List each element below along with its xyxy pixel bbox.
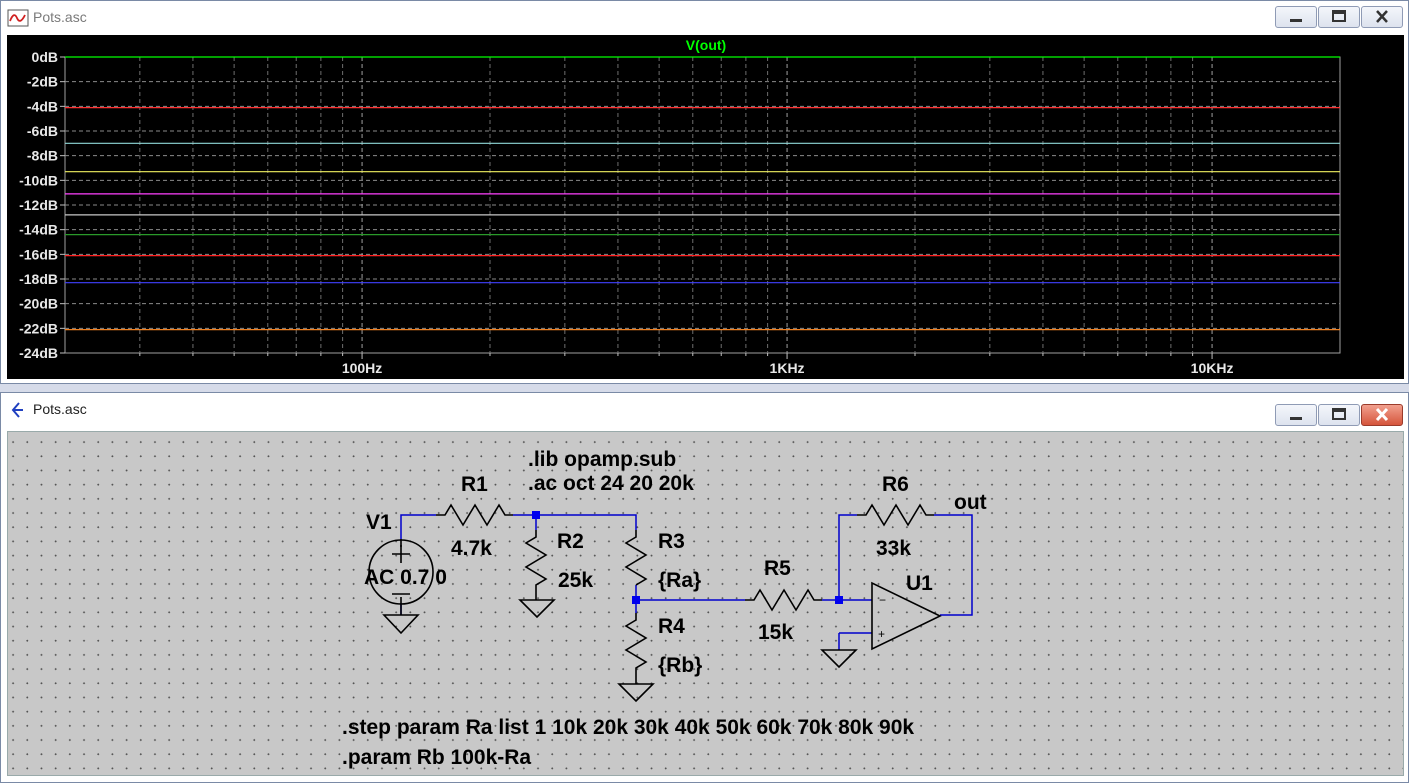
r4-symbol — [624, 613, 648, 676]
opamp-minus-sign: − — [879, 593, 886, 607]
spice-directive-lib[interactable]: .lib opamp.sub — [528, 448, 676, 471]
waveform-app-icon — [7, 9, 29, 27]
schematic-titlebar[interactable]: Pots.asc — [1, 393, 1408, 427]
y-tick-label: -8dB — [27, 148, 58, 164]
waveform-titlebar[interactable]: Pots.asc — [1, 1, 1408, 35]
r2-symbol — [524, 530, 548, 592]
r4-name-label[interactable]: R4 — [658, 615, 685, 638]
y-tick-label: -14dB — [19, 222, 58, 238]
ground-icon — [382, 614, 420, 635]
minimize-button[interactable] — [1275, 404, 1317, 426]
close-button[interactable] — [1361, 6, 1403, 28]
y-tick-label: -2dB — [27, 74, 58, 90]
plot-pane[interactable]: 0dB -2dB -4dB -6dB -8dB -10dB -12dB -14dB -16dB -… — [7, 35, 1404, 379]
u1-opamp-symbol: − + — [871, 581, 942, 651]
r5-value-label[interactable]: 15k — [758, 621, 793, 644]
trace-legend-label[interactable]: V(out) — [686, 37, 726, 53]
close-icon — [1376, 10, 1388, 23]
y-tick-label: -6dB — [27, 123, 58, 139]
v1-value-label[interactable]: AC 0.7 0 — [364, 566, 447, 589]
spice-directive-ac[interactable]: .ac oct 24 20 20k — [528, 472, 694, 495]
waveform-window[interactable]: Pots.asc 0dB -2dB -4dB -6dB -8dB -10dB -12dB -1… — [0, 0, 1409, 384]
r2-value-label[interactable]: 25k — [558, 569, 593, 592]
waveform-window-title: Pots.asc — [33, 9, 87, 25]
ground-icon — [617, 683, 655, 703]
y-tick-label: -24dB — [19, 345, 58, 361]
minimize-icon — [1290, 19, 1302, 22]
r6-symbol — [857, 503, 934, 527]
ground-symbols — [382, 592, 858, 703]
r3-symbol — [624, 530, 648, 586]
ground-icon — [518, 599, 556, 619]
resistor-symbols — [436, 503, 934, 676]
maximize-button[interactable] — [1318, 404, 1360, 426]
junction-dots — [532, 511, 843, 604]
minimize-icon — [1290, 417, 1302, 420]
opamp-plus-sign: + — [878, 627, 885, 641]
net-label-out[interactable]: out — [954, 491, 987, 514]
r1-name-label[interactable]: R1 — [461, 473, 488, 496]
close-button[interactable] — [1361, 404, 1403, 426]
y-tick-label: -12dB — [19, 197, 58, 213]
y-tick-label: -16dB — [19, 246, 58, 262]
r1-value-label[interactable]: 4.7k — [451, 537, 492, 560]
y-tick-label: -4dB — [27, 98, 58, 114]
y-tick-label: -20dB — [19, 296, 58, 312]
r5-symbol — [745, 588, 822, 612]
r6-value-label[interactable]: 33k — [876, 537, 911, 560]
r2-name-label[interactable]: R2 — [557, 530, 584, 553]
spice-directive-param[interactable]: .param Rb 100k-Ra — [342, 746, 531, 769]
maximize-button[interactable] — [1318, 6, 1360, 28]
u1-name-label[interactable]: U1 — [906, 572, 933, 595]
y-tick-label: -22dB — [19, 320, 58, 336]
r3-value-label[interactable]: {Ra} — [658, 569, 701, 592]
schematic-window[interactable]: Pots.asc — [0, 392, 1409, 783]
x-tick-label: 1KHz — [770, 360, 805, 376]
schematic-canvas[interactable]: − + V1 AC 0.7 0 R1 4.7k R2 25k R3 {Ra} R… — [7, 431, 1404, 776]
schematic-window-title: Pots.asc — [33, 401, 87, 417]
y-tick-label: -10dB — [19, 172, 58, 188]
maximize-icon — [1332, 10, 1346, 22]
v1-name-label[interactable]: V1 — [366, 511, 392, 534]
maximize-icon — [1332, 408, 1346, 420]
bode-plot[interactable]: 0dB -2dB -4dB -6dB -8dB -10dB -12dB -14dB -16dB -… — [7, 35, 1404, 379]
y-tick-label: 0dB — [32, 49, 58, 65]
r4-value-label[interactable]: {Rb} — [658, 654, 702, 677]
r1-symbol — [436, 503, 513, 527]
r3-name-label[interactable]: R3 — [658, 530, 685, 553]
circuit-diagram[interactable]: − + V1 AC 0.7 0 R1 4.7k R2 25k R3 {Ra} R… — [8, 432, 1403, 775]
y-tick-label: -18dB — [19, 271, 58, 287]
schematic-app-icon — [7, 401, 29, 419]
close-icon — [1375, 407, 1389, 422]
r6-name-label[interactable]: R6 — [882, 473, 909, 496]
spice-directive-step[interactable]: .step param Ra list 1 10k 20k 30k 40k 50… — [342, 716, 914, 739]
x-tick-label: 100Hz — [342, 360, 382, 376]
wires — [400, 514, 973, 650]
r5-name-label[interactable]: R5 — [764, 557, 791, 580]
x-tick-label: 10KHz — [1191, 360, 1234, 376]
ground-icon — [820, 649, 858, 669]
minimize-button[interactable] — [1275, 6, 1317, 28]
